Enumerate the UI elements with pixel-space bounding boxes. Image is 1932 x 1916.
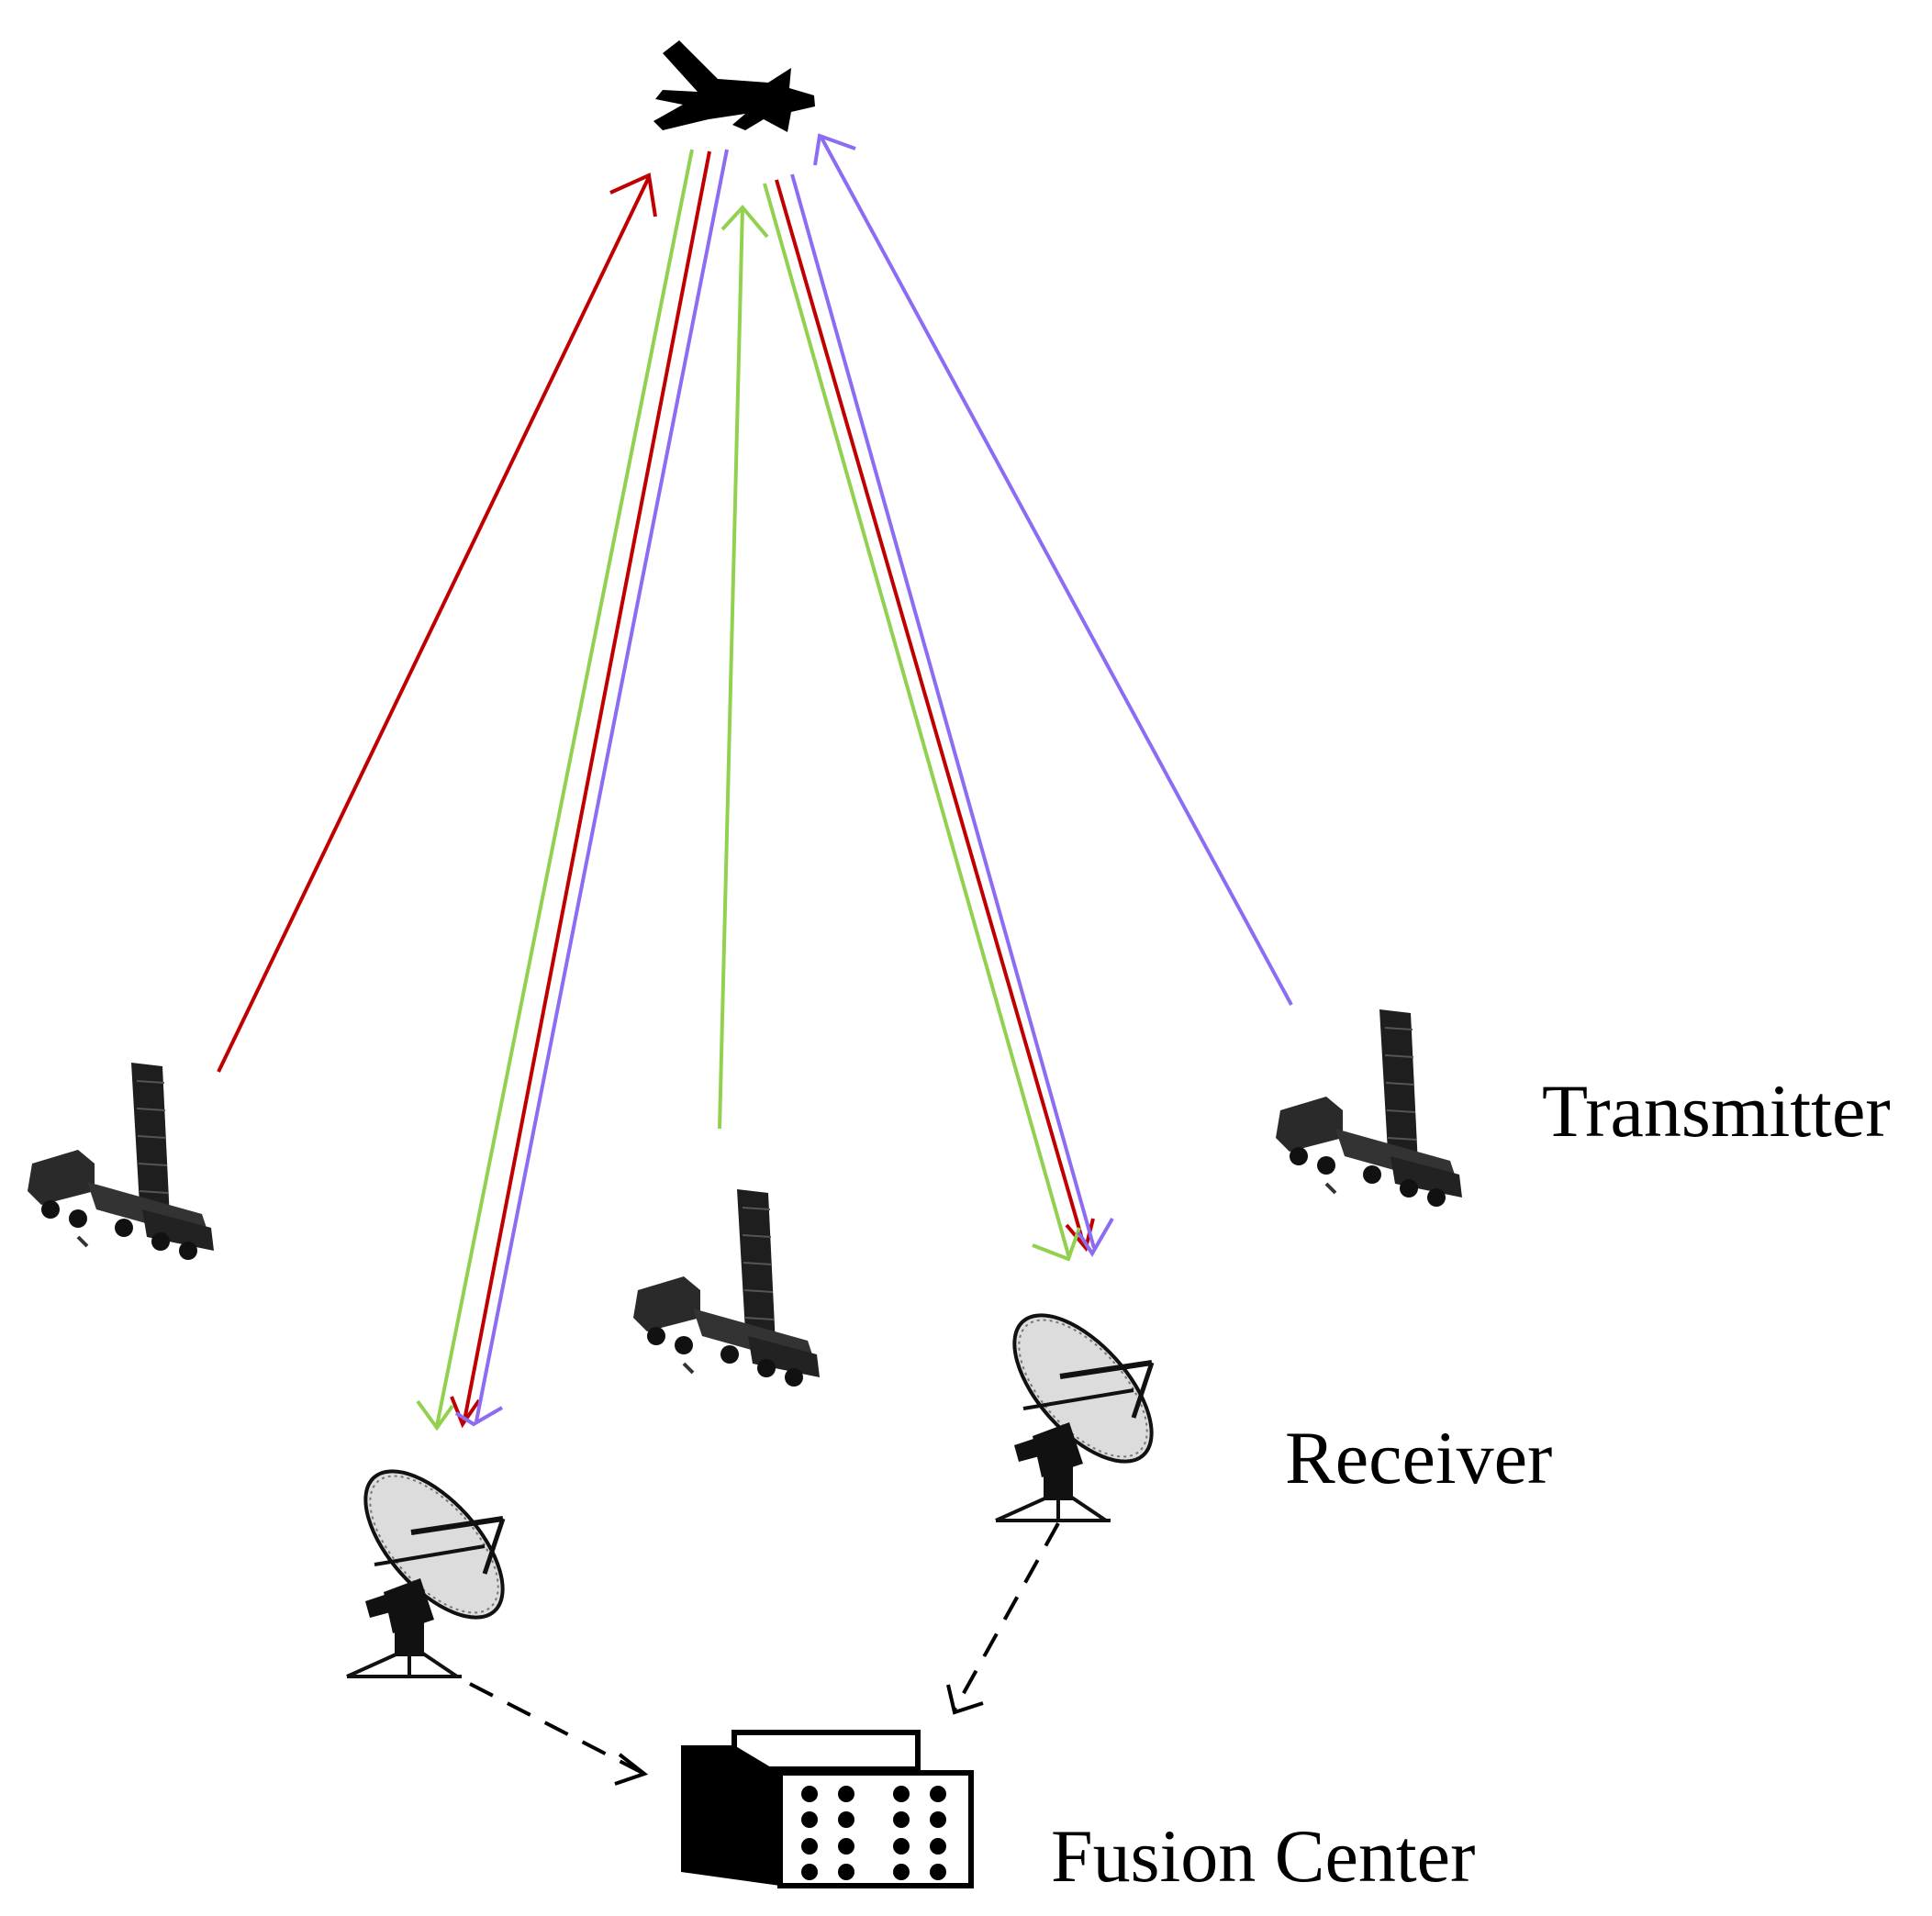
receiver-2-satellite-dish-icon [990, 1292, 1176, 1521]
airplane-icon [653, 40, 815, 132]
receiver-1-satellite-dish-icon [341, 1448, 527, 1676]
receiver-data-links [469, 1522, 1060, 1786]
transmitter-2-radar-truck-icon [631, 1187, 821, 1388]
fusion-center-icon [681, 1730, 974, 1888]
transmitter-1-radar-truck-icon [26, 1061, 216, 1262]
transmitter-3-radar-truck-icon [1274, 1008, 1464, 1209]
transmitter-3-signal-paths [454, 133, 1293, 1427]
transmitter-label: Transmitter [1542, 1069, 1891, 1153]
receiver-label: Receiver [1285, 1416, 1553, 1499]
transmitter-1-signal-paths [217, 150, 1095, 1429]
fusion-center-label: Fusion Center [1051, 1814, 1476, 1898]
transmitter-2-signal-paths [416, 149, 1081, 1431]
